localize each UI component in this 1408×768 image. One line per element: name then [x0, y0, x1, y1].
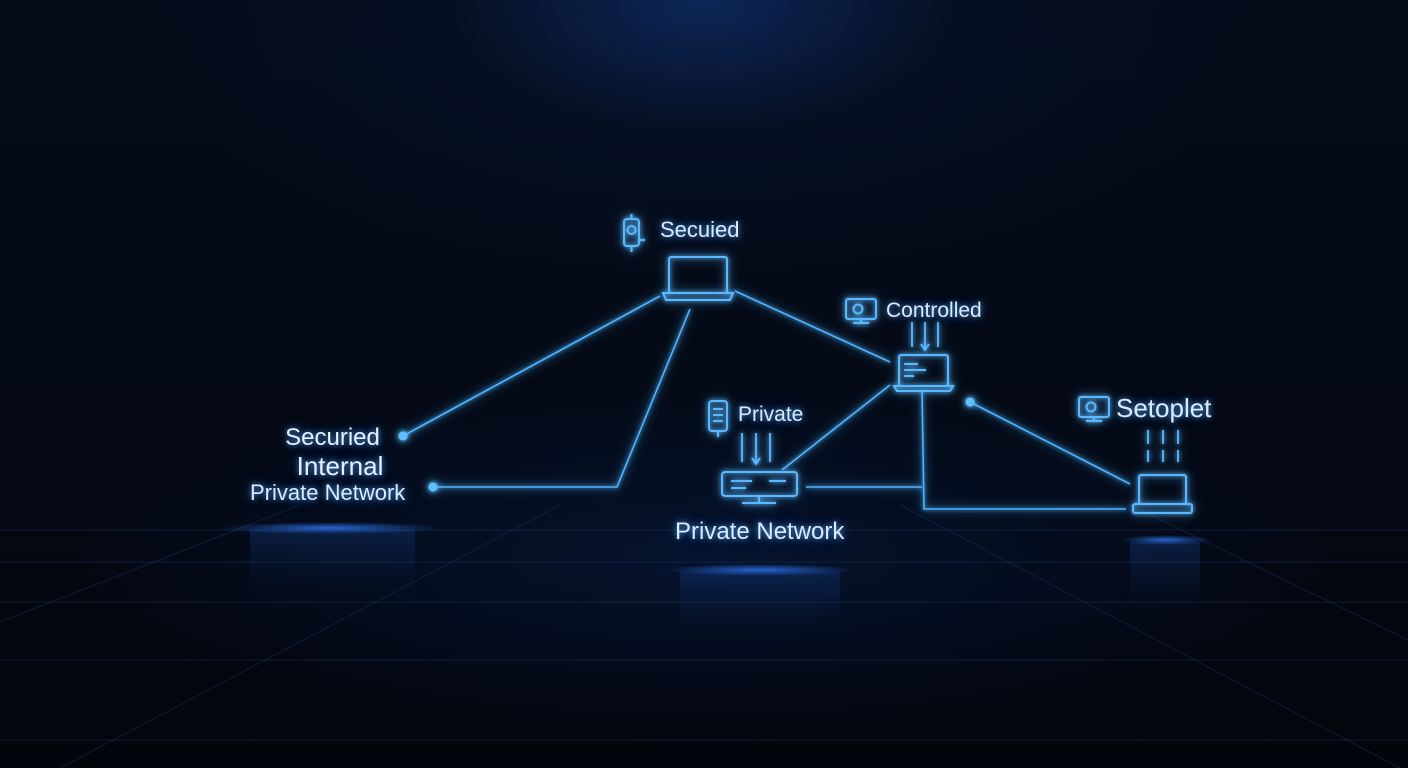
monitor-icon	[1078, 396, 1110, 422]
controlled-arrows	[911, 322, 939, 352]
label-left-private-network: Private Network	[250, 480, 406, 505]
right-laptop[interactable]	[1132, 474, 1193, 514]
link-controlled-right	[921, 389, 1126, 510]
label-securied: Securied	[285, 424, 380, 451]
right-arrows	[1147, 430, 1179, 462]
connections	[402, 290, 1131, 510]
label-controlled: Controlled	[886, 299, 982, 322]
router-icon	[721, 471, 798, 497]
top-laptop[interactable]	[661, 256, 735, 301]
floor-reflections	[220, 522, 1210, 632]
server-rack-icon	[708, 400, 728, 437]
dot-right	[965, 397, 975, 407]
label-internal: Internal	[296, 451, 384, 481]
lock-device-icon	[623, 214, 645, 252]
laptop-icon	[1138, 474, 1187, 505]
laptop-icon	[668, 256, 728, 294]
controlled-monitor[interactable]	[892, 354, 955, 392]
label-bottom-private-network: Private Network	[675, 518, 845, 545]
label-private: Private	[738, 403, 804, 426]
private-arrows	[741, 433, 771, 466]
monitor-icon	[845, 298, 877, 324]
dot-private-network	[428, 482, 438, 492]
link-controlled-private	[781, 384, 891, 471]
label-top-laptop: Secuied	[660, 217, 740, 242]
endpoint-dots	[398, 397, 975, 492]
link-top-controlled	[734, 290, 891, 363]
link-top-left	[402, 295, 661, 437]
link-dot-right	[969, 401, 1131, 485]
dot-securied	[398, 431, 408, 441]
private-router[interactable]	[721, 471, 798, 504]
link-top-internal	[433, 308, 691, 488]
label-setoplet: Setoplet	[1116, 393, 1212, 423]
